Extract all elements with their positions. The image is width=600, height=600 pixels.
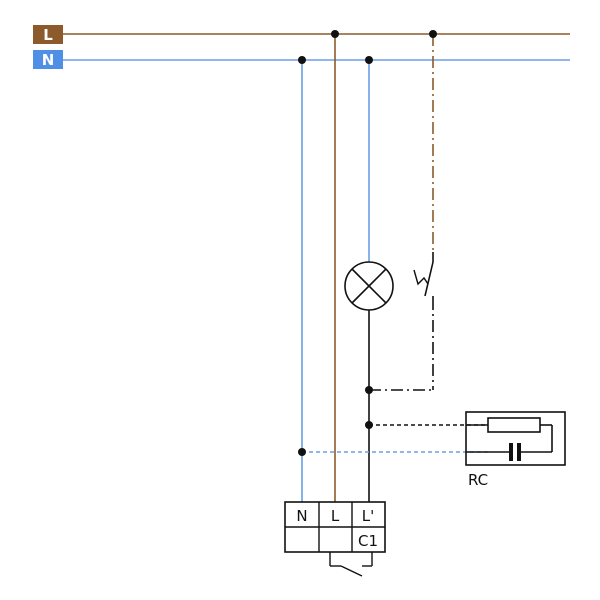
lamp-cross-b [351, 268, 387, 304]
junction-dot [298, 448, 306, 456]
relay-contact-icon [329, 552, 373, 577]
junction-dot [429, 30, 437, 38]
junction-dot [365, 421, 373, 429]
neutral-line-badge [33, 50, 63, 69]
junction-dot [298, 56, 306, 64]
resistor-icon [487, 417, 541, 433]
live-line-badge [33, 25, 63, 44]
pushbutton-switch-icon [413, 252, 434, 298]
rc-module-label: RC [468, 471, 488, 489]
junction-dot [365, 56, 373, 64]
terminal-n-label: N [296, 507, 307, 525]
terminal-c1-label: C1 [358, 532, 378, 550]
junction-dot [331, 30, 339, 38]
live-line-label: L [43, 26, 53, 44]
terminal-l-label: L [331, 507, 340, 525]
terminal-block [284, 501, 386, 553]
rc-module-box [465, 411, 566, 466]
neutral-line-label: N [42, 51, 55, 69]
terminal-lprime-label: L' [362, 507, 374, 525]
capacitor-icon [509, 443, 513, 461]
junction-dot [365, 386, 373, 394]
rc-module-circuit [466, 417, 553, 461]
